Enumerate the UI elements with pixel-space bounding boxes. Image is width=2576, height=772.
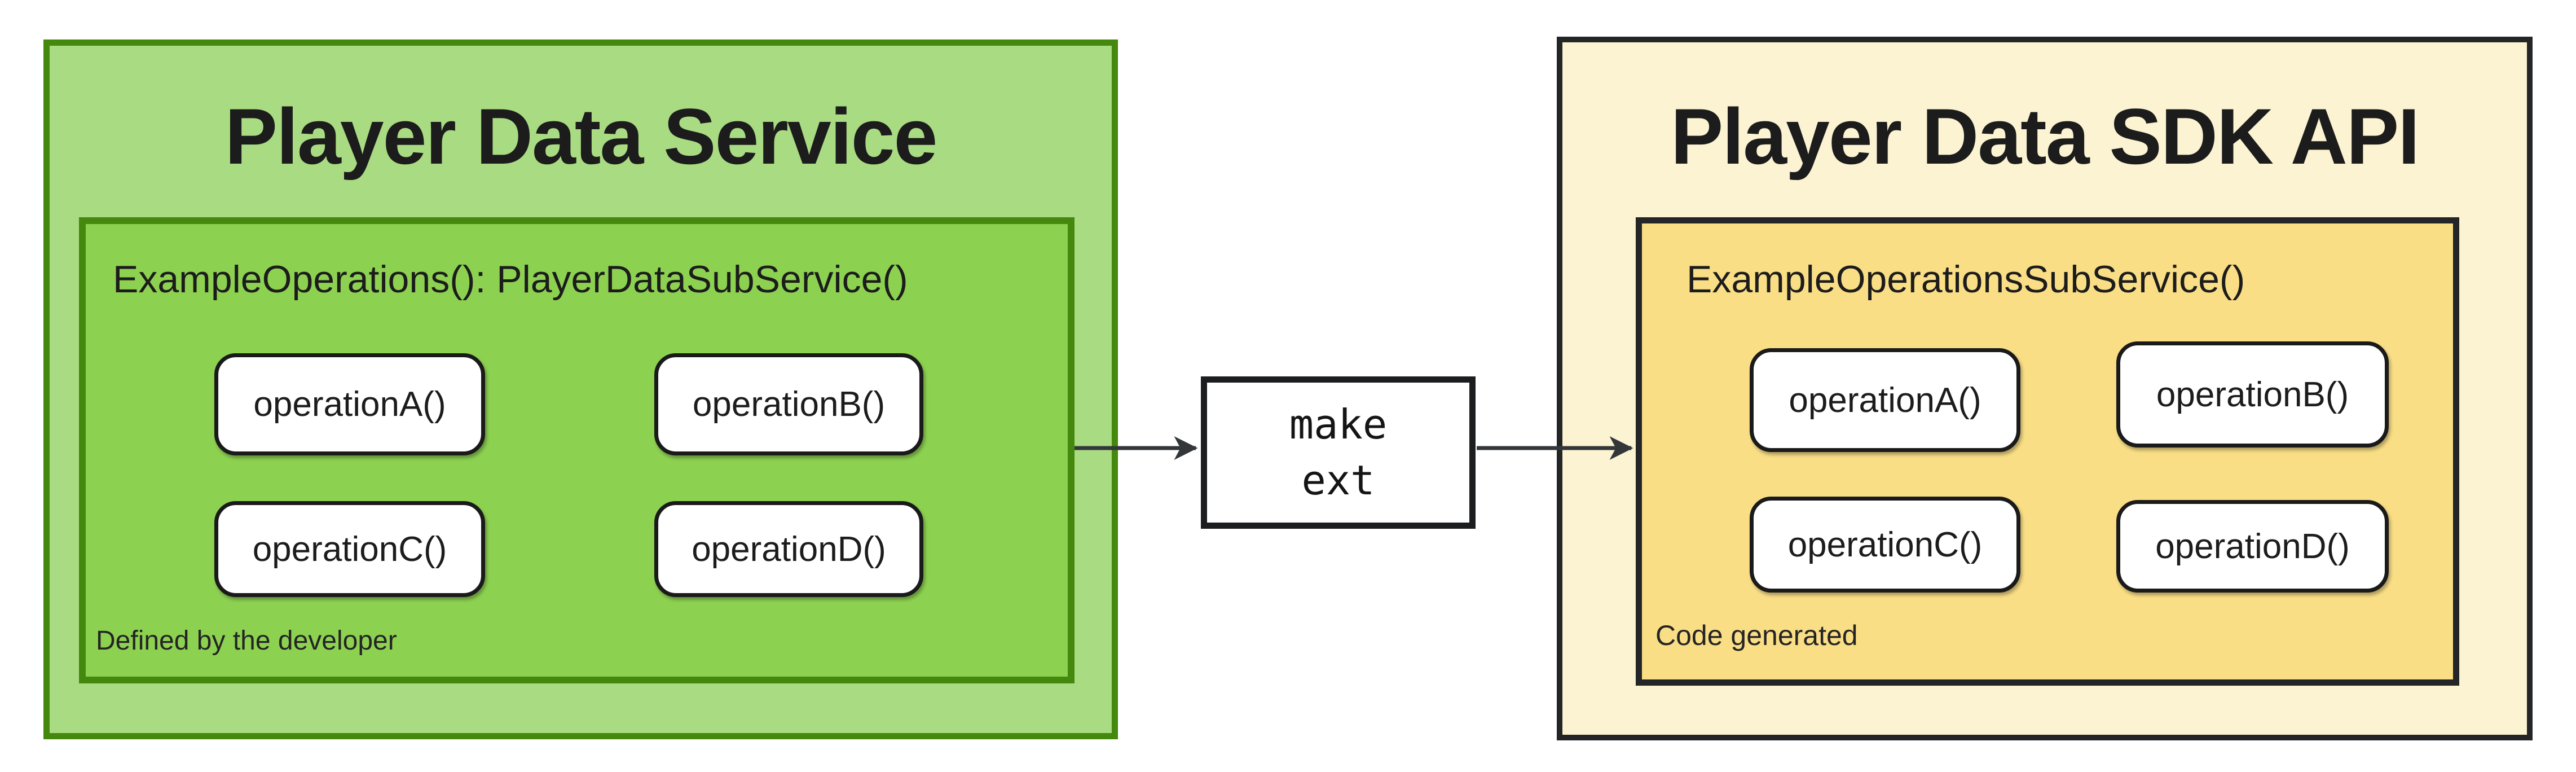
operation-d-chip-left: operationD() [654, 501, 923, 597]
operation-d-chip-right: operationD() [2116, 500, 2389, 593]
operation-b-chip-left: operationB() [654, 353, 923, 455]
make-ext-box: make ext [1201, 376, 1476, 529]
code-generated-caption: Code generated [1655, 620, 1858, 651]
make-ext-line2: ext [1301, 457, 1375, 504]
subservice-header-right: ExampleOperationsSubService() [1686, 258, 2245, 301]
defined-by-developer-caption: Defined by the developer [96, 626, 397, 656]
player-data-sdk-api-title: Player Data SDK API [1670, 92, 2420, 181]
operation-a-chip-right: operationA() [1750, 348, 2020, 452]
make-ext-line1: make [1289, 400, 1388, 448]
operation-a-chip-left: operationA() [214, 353, 485, 455]
operation-b-chip-right: operationB() [2116, 341, 2389, 448]
operation-c-chip-left: operationC() [214, 501, 485, 597]
operation-c-chip-right: operationC() [1750, 497, 2020, 593]
player-data-service-title: Player Data Service [224, 92, 938, 181]
subservice-header-left: ExampleOperations(): PlayerDataSubServic… [113, 258, 908, 301]
